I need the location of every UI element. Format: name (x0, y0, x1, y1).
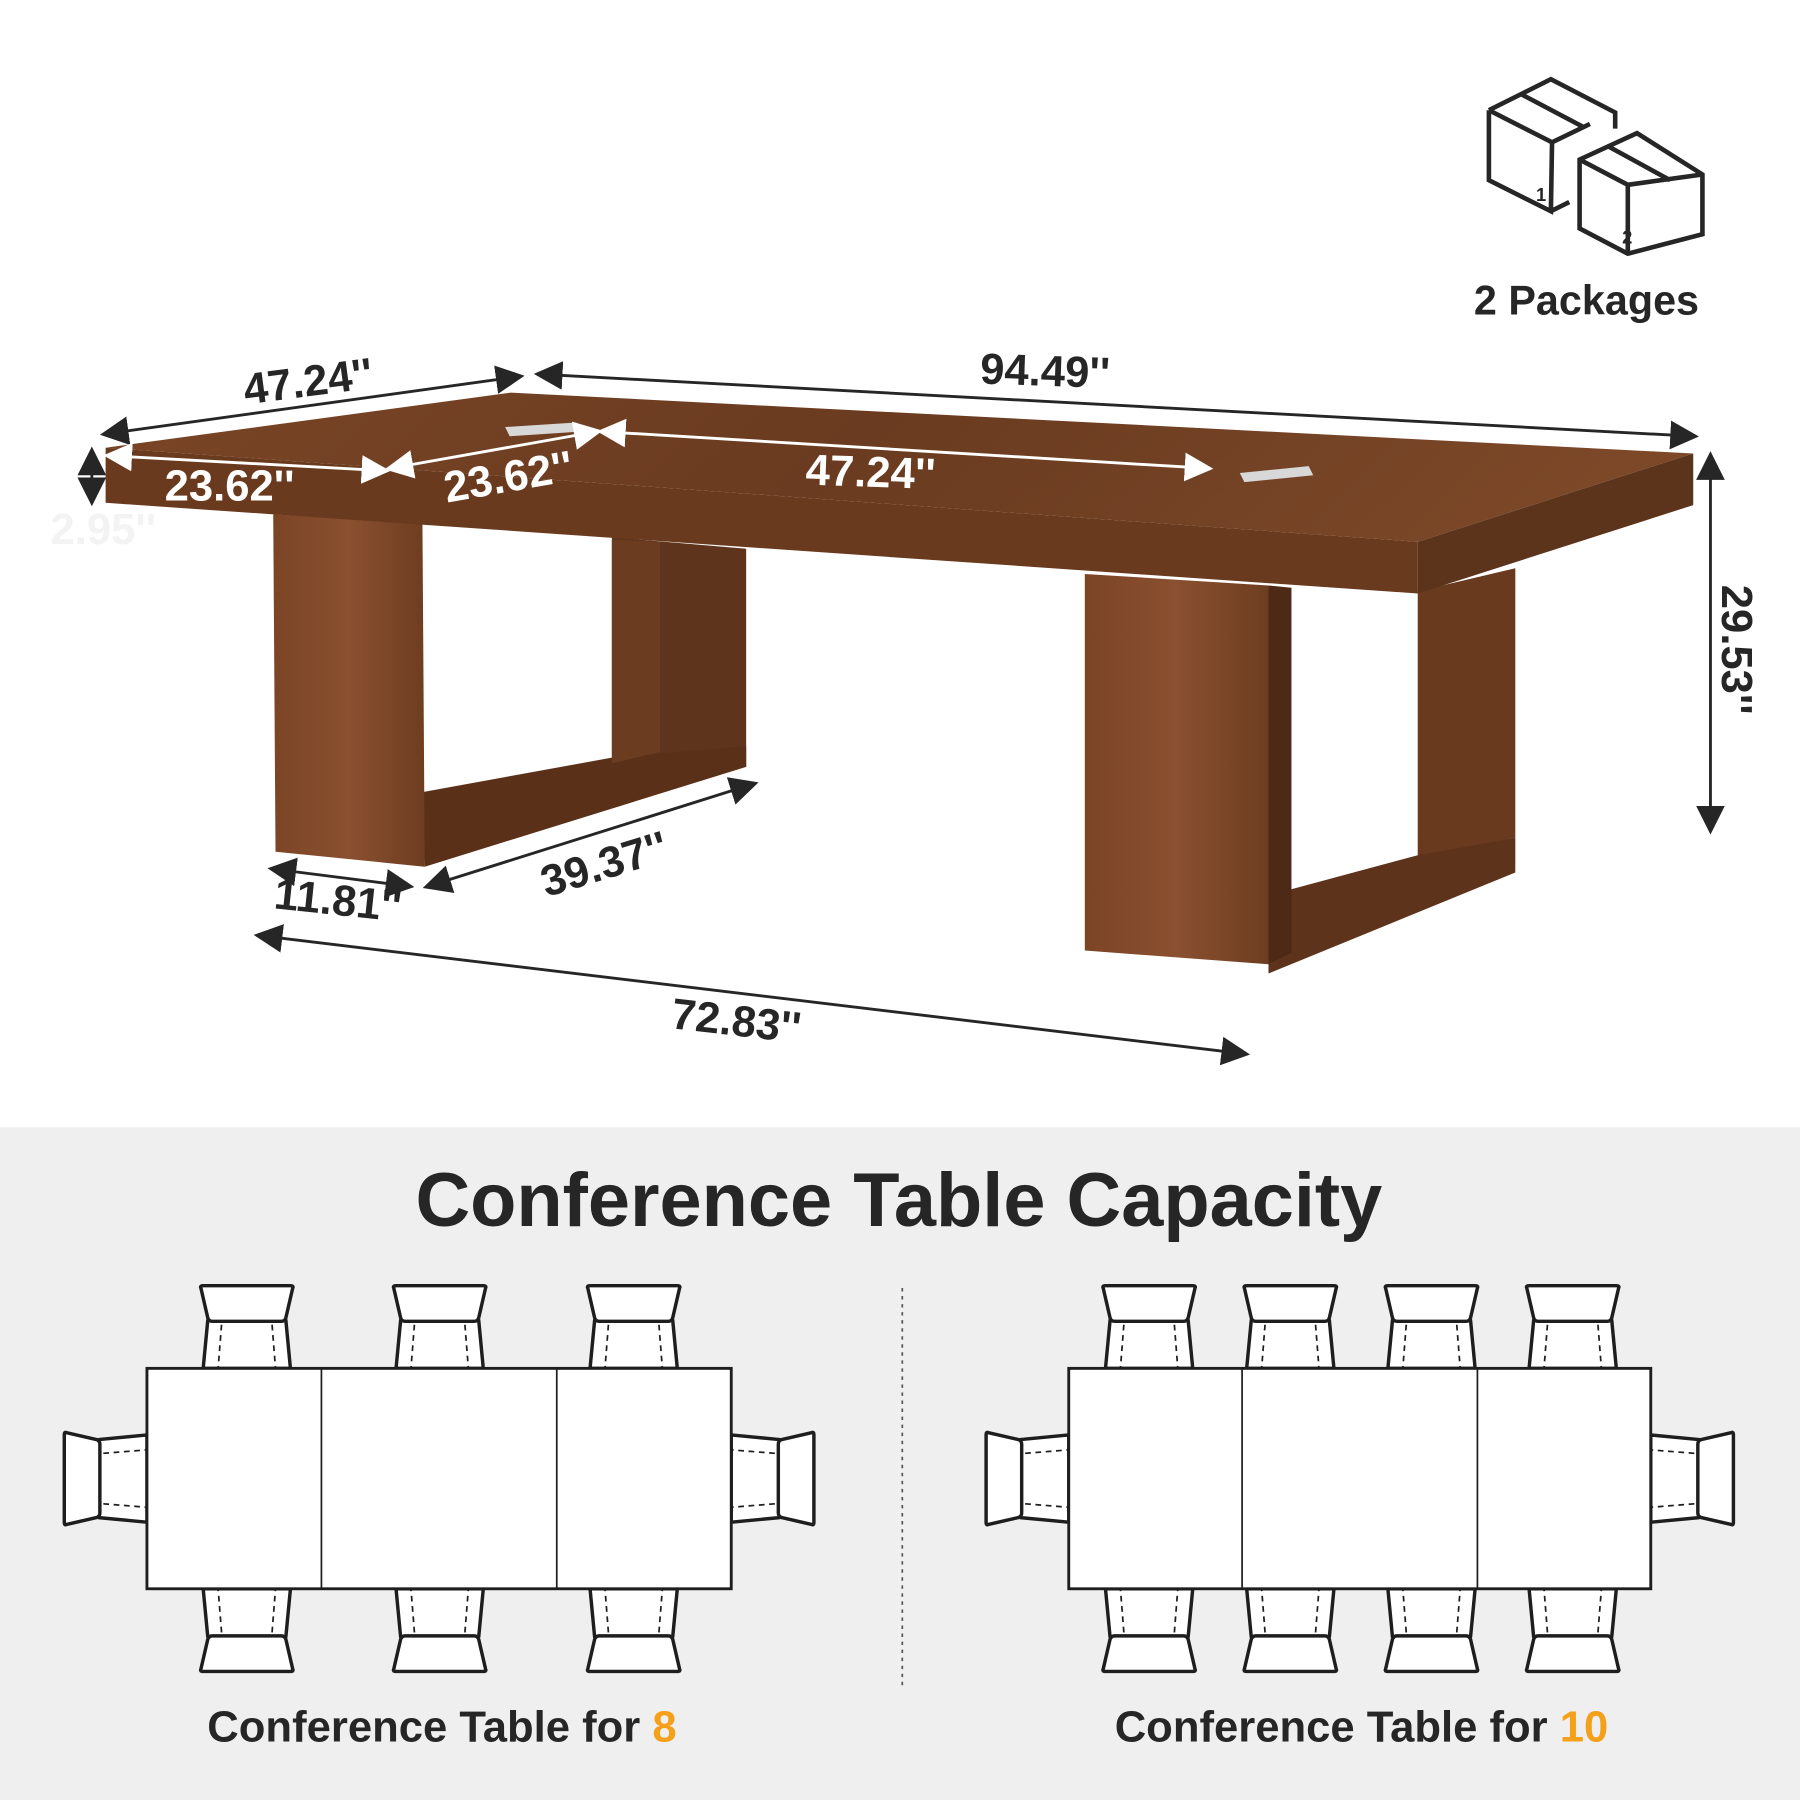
chair-icon (729, 1430, 816, 1527)
leg-width-label: 11.81'' (272, 870, 404, 931)
chair-icon (1524, 1587, 1621, 1674)
table-outline (1067, 1366, 1653, 1591)
packages-label: 2 Packages (1474, 278, 1699, 324)
chair-icon (1242, 1283, 1339, 1371)
box-number-1: 1 (1536, 184, 1546, 205)
chair-icon (62, 1430, 149, 1527)
chair-icon (984, 1430, 1071, 1527)
leg-span-arrow (253, 924, 1251, 1066)
table-outline (145, 1366, 733, 1591)
chair-icon (1242, 1587, 1339, 1674)
top-length-label: 94.49'' (979, 345, 1110, 398)
top-thickness-label: 2.95'' (51, 506, 157, 554)
top-depth-arrow (99, 365, 525, 445)
chair-icon (198, 1587, 295, 1674)
leg-depth-arrow (422, 777, 759, 894)
chair-icon (1383, 1283, 1480, 1371)
chair-icon (391, 1283, 488, 1371)
leg-depth-label: 39.37'' (535, 823, 673, 907)
box-number-2: 2 (1622, 226, 1632, 247)
packages-icon (1486, 76, 1705, 257)
chair-icon (585, 1283, 682, 1371)
chair-icon (198, 1283, 295, 1371)
top-depth-label: 47.24'' (241, 350, 376, 415)
chair-icon (1649, 1430, 1736, 1527)
chair-icon (585, 1587, 682, 1674)
caption-8: Conference Table for 8 (207, 1703, 676, 1751)
chair-icon (1101, 1283, 1198, 1371)
segment-left-label: 23.62'' (165, 463, 295, 511)
chair-icon (391, 1587, 488, 1674)
chair-icon (1524, 1283, 1621, 1371)
segment-center-label: 47.24'' (805, 446, 936, 499)
segment-center-arrow (596, 418, 1214, 482)
segment-mid-arrow (384, 421, 603, 479)
capacity-title: Conference Table Capacity (415, 1158, 1382, 1243)
chair-icon (1101, 1587, 1198, 1674)
segment-left-arrow (103, 442, 391, 484)
caption-10: Conference Table for 10 (1115, 1703, 1609, 1751)
top-length-arrow (533, 361, 1699, 450)
height-label: 29.53'' (1712, 585, 1760, 715)
chair-icon (1383, 1587, 1480, 1674)
leg-width-arrow (267, 857, 415, 898)
